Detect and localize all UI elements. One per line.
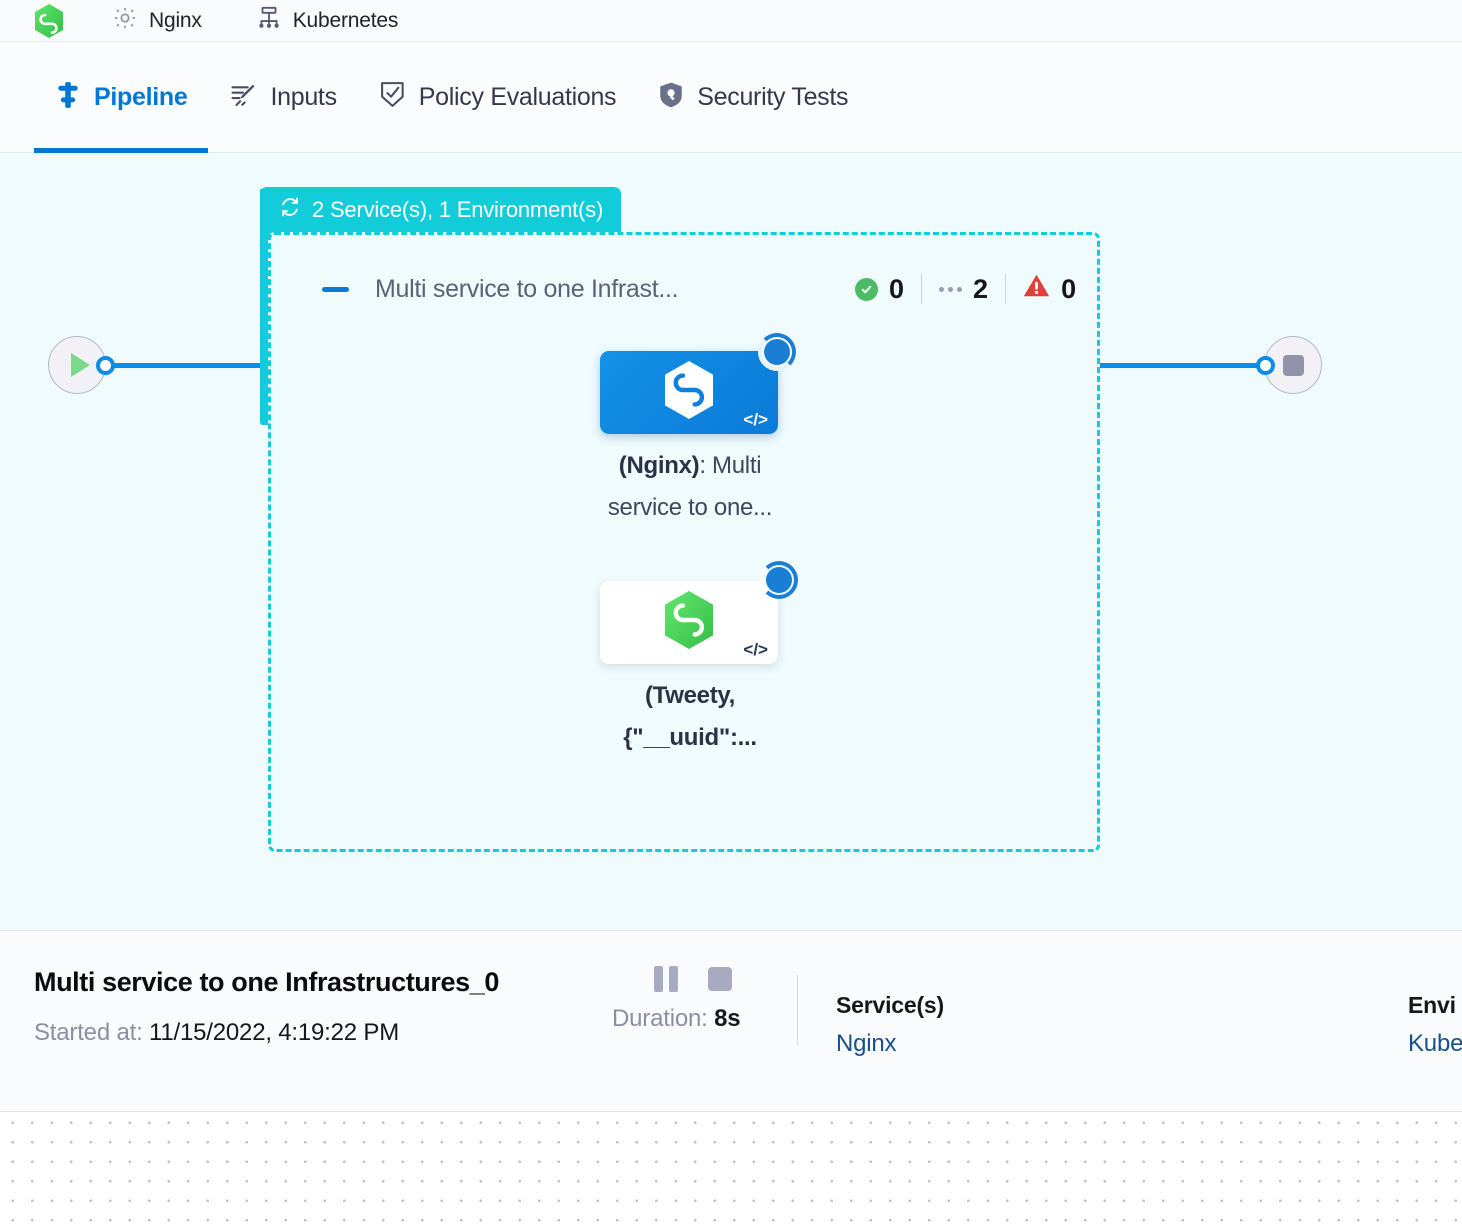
detail-divider [797, 975, 798, 1045]
inputs-icon [229, 81, 257, 114]
duration-label: Duration: [612, 1005, 708, 1032]
tab-inputs[interactable]: Inputs [208, 42, 357, 153]
counter-success-value: 0 [889, 273, 905, 304]
execution-started-at: Started at: 11/15/2022, 4:19:22 PM [34, 1019, 399, 1047]
pipeline-canvas[interactable]: 2 Service(s), 1 Environment(s) Multi ser… [0, 153, 1462, 930]
pipeline-icon [55, 81, 81, 114]
execution-duration: Duration: 8s [612, 1005, 741, 1033]
harness-hexagon-logo-icon [662, 590, 716, 655]
breadcrumb-item-nginx[interactable]: Nginx [112, 5, 202, 36]
started-at-label: Started at: [34, 1019, 143, 1046]
play-icon [70, 353, 90, 377]
tab-label-pipeline: Pipeline [94, 82, 188, 111]
breadcrumb-label-kubernetes: Kubernetes [292, 8, 399, 32]
breadcrumb-item-logo[interactable] [34, 3, 64, 38]
tweety-service-node[interactable]: </> [600, 561, 798, 664]
tab-bar: Pipeline Inputs Policy Evaluations [0, 42, 1462, 153]
group-status-counters: 0 2 0 [838, 273, 1093, 305]
group-badge[interactable]: 2 Service(s), 1 Environment(s) [260, 187, 622, 232]
tweety-label-line1: (Tweety, [644, 682, 736, 709]
breadcrumb-label-nginx: Nginx [149, 8, 202, 32]
success-check-icon [855, 277, 878, 301]
tab-label-inputs: Inputs [270, 82, 337, 111]
background-dot-grid [0, 1112, 1462, 1228]
stop-icon [1282, 354, 1304, 376]
gear-icon [112, 5, 138, 36]
tweety-service-label: (Tweety, {"__uuid":... [560, 675, 820, 759]
tab-label-security-tests: Security Tests [697, 82, 849, 111]
tab-label-policy-evaluations: Policy Evaluations [418, 82, 617, 111]
services-header: Service(s) [836, 992, 944, 1018]
wire-start-to-group [112, 363, 264, 368]
code-glyph-icon: </> [743, 410, 768, 429]
nginx-label-line2: service to one... [607, 494, 773, 521]
environments-value-link[interactable]: Kube [1408, 1030, 1462, 1057]
collapse-dash-icon[interactable] [322, 287, 349, 292]
pause-icon[interactable] [654, 966, 678, 992]
execution-controls [654, 966, 732, 992]
execution-title: Multi service to one Infrastructures_0 [34, 967, 499, 997]
breadcrumb-bar: Nginx Kubernetes [0, 0, 1462, 42]
counter-error-value: 0 [1061, 273, 1077, 304]
infrastructure-icon [256, 5, 282, 36]
pending-dots-icon [939, 286, 963, 292]
group-title-row[interactable]: Multi service to one Infrast... [322, 275, 679, 304]
stop-icon[interactable] [708, 967, 732, 991]
group-badge-label: 2 Service(s), 1 Environment(s) [312, 196, 604, 222]
counter-divider [1005, 274, 1007, 304]
counter-pending: 2 [922, 274, 1005, 305]
wire-group-to-end [1100, 363, 1260, 368]
tweety-label-line2: {"__uuid":... [623, 724, 757, 751]
execution-detail-bar: Multi service to one Infrastructures_0 S… [0, 930, 1462, 1112]
tab-security-tests[interactable]: Security Tests [637, 42, 869, 153]
loop-matrix-icon [278, 195, 302, 225]
environments-header: Envi [1408, 992, 1456, 1018]
nginx-service-label: (Nginx): Multi service to one... [545, 445, 835, 529]
running-spinner-icon [760, 561, 798, 599]
security-shield-icon [658, 81, 684, 114]
warning-triangle-icon [1023, 273, 1050, 305]
counter-pending-value: 2 [973, 273, 989, 304]
counter-success: 0 [838, 274, 921, 305]
nginx-label-rest: : Multi [699, 452, 762, 479]
tab-pipeline[interactable]: Pipeline [34, 42, 209, 153]
duration-value: 8s [714, 1005, 741, 1032]
services-column: Service(s) Nginx [836, 992, 944, 1058]
group-title: Multi service to one Infrast... [375, 275, 679, 303]
counter-error: 0 [1006, 273, 1093, 305]
tab-policy-evaluations[interactable]: Policy Evaluations [358, 42, 637, 153]
breadcrumb-item-kubernetes[interactable]: Kubernetes [256, 5, 398, 36]
counter-divider [921, 274, 923, 304]
running-spinner-icon [758, 333, 796, 371]
harness-hexagon-logo-icon [662, 360, 716, 425]
policy-shield-check-icon [379, 80, 406, 114]
stage-group-box[interactable] [268, 232, 1100, 852]
environments-column: Envi Kube [1408, 992, 1462, 1058]
nginx-label-bold: (Nginx) [618, 452, 700, 479]
nginx-service-node[interactable]: </> [600, 333, 796, 434]
harness-hexagon-logo-icon [34, 3, 64, 38]
code-glyph-icon: </> [743, 640, 768, 659]
started-at-value: 11/15/2022, 4:19:22 PM [149, 1019, 400, 1046]
services-value-link[interactable]: Nginx [836, 1030, 897, 1057]
